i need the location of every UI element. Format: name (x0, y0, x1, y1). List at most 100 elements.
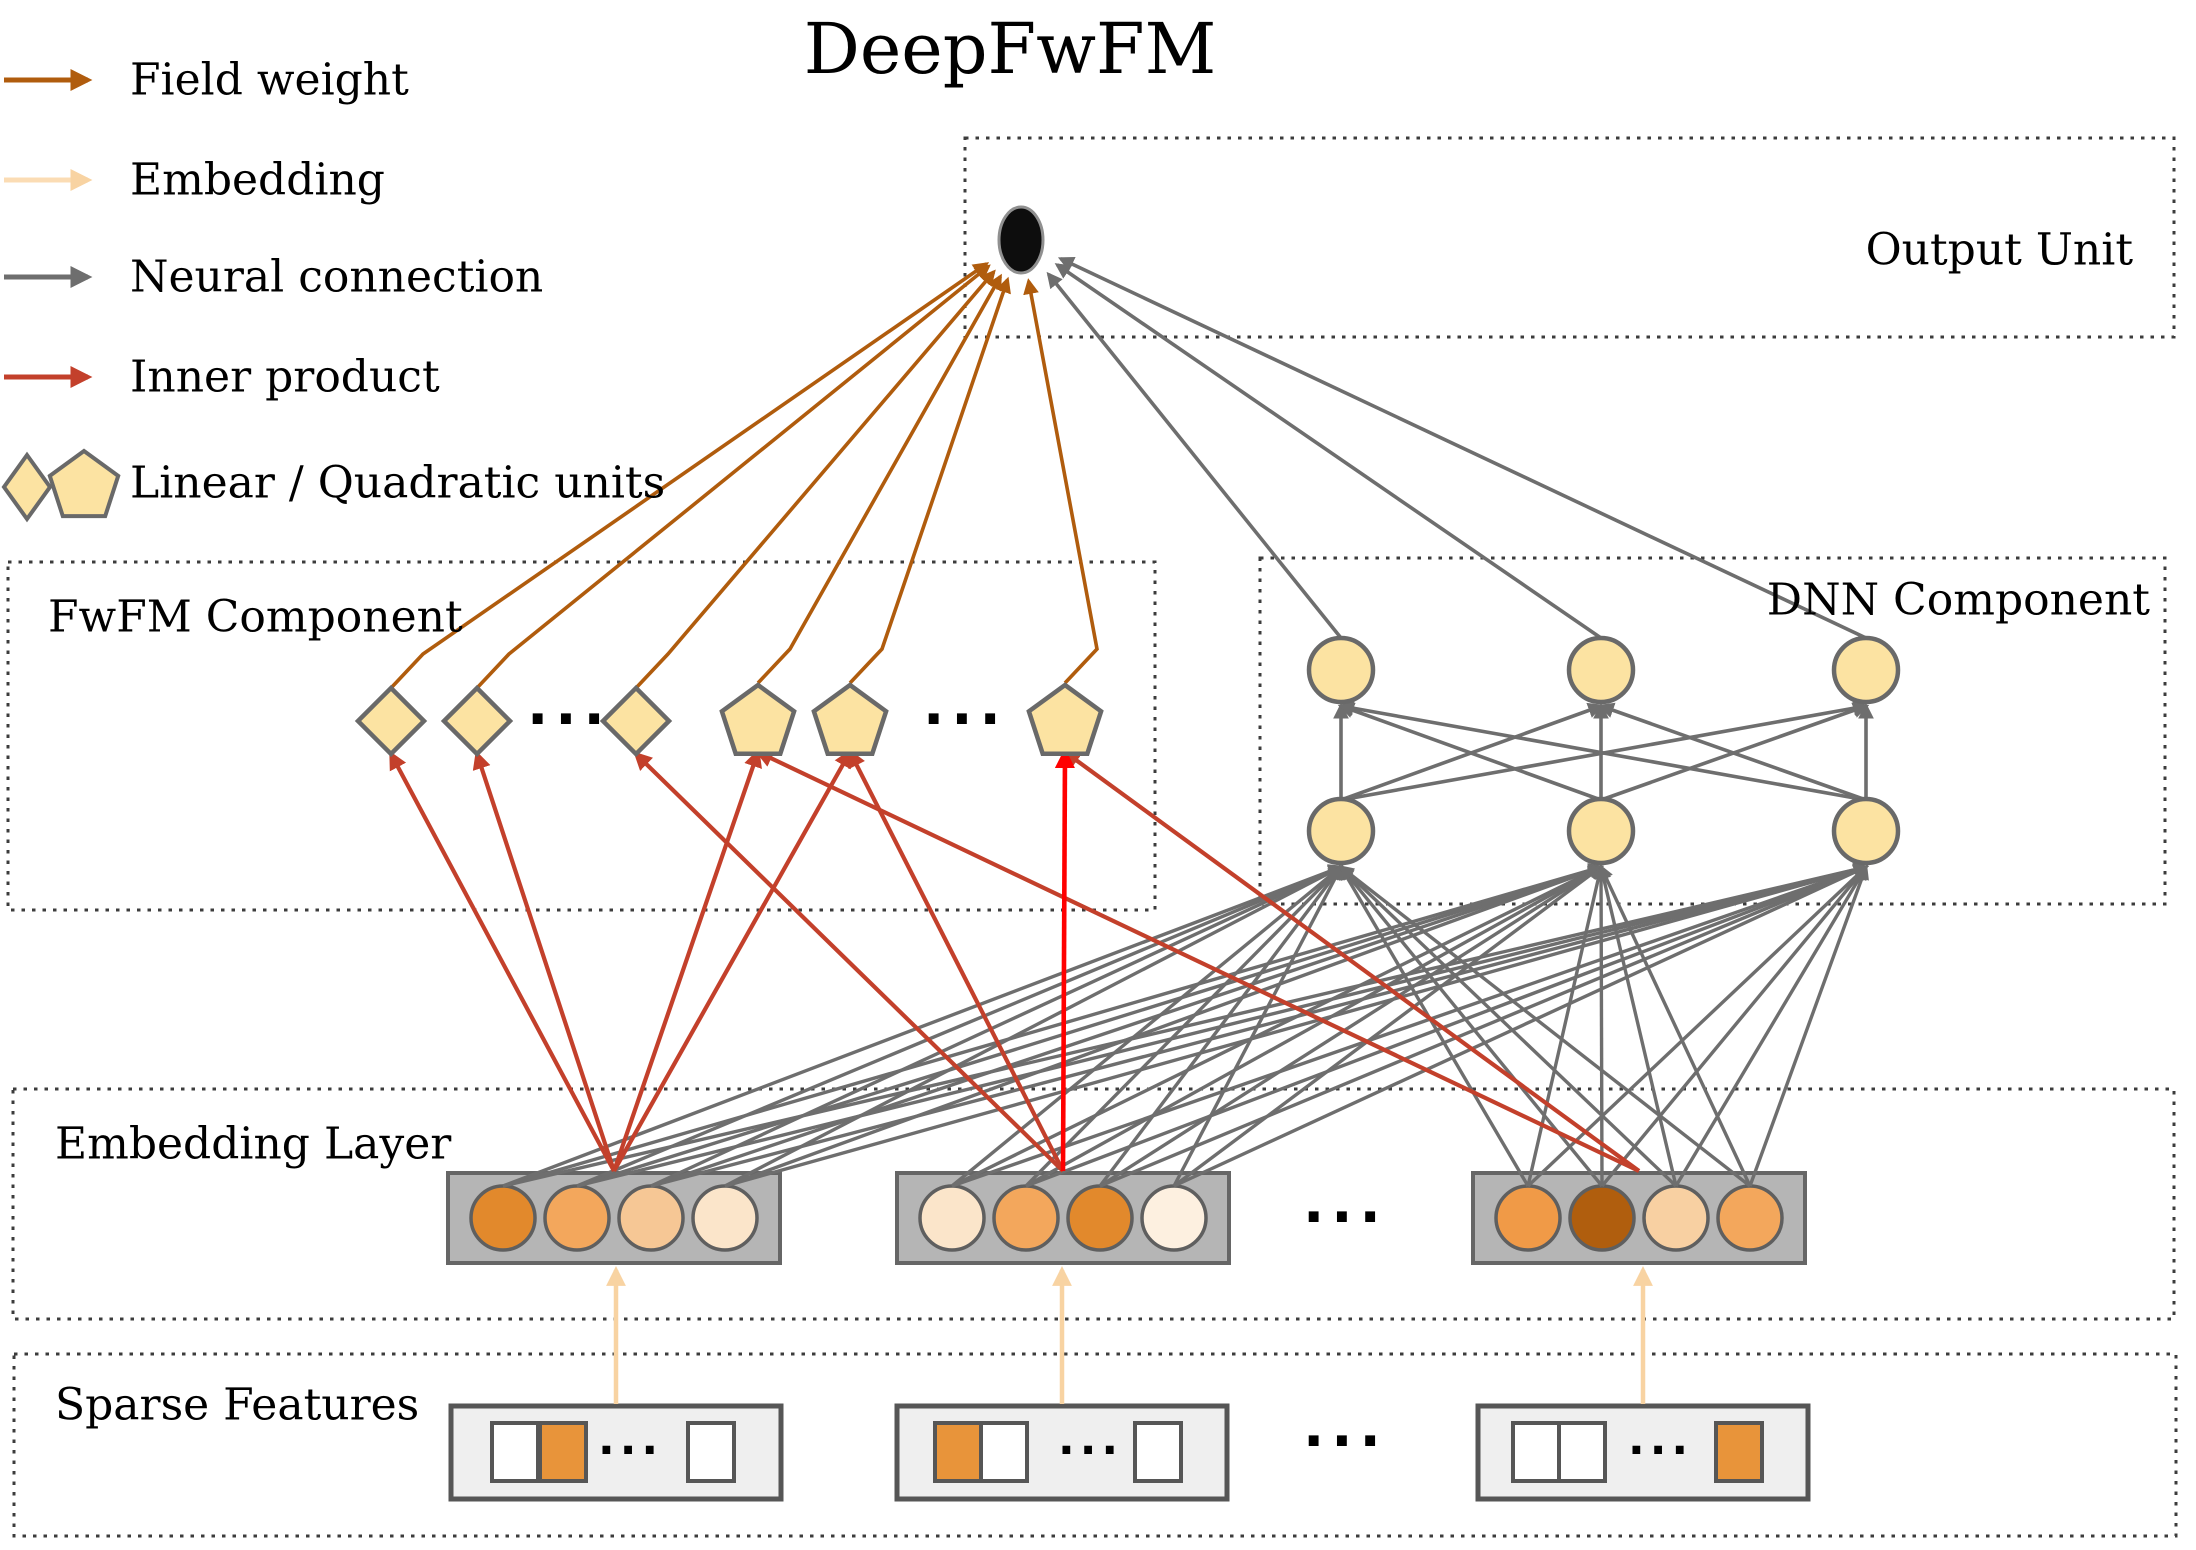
sparse-box2-ellipsis: ... (1058, 1414, 1124, 1465)
legend-label-embedding: Embedding (130, 154, 385, 206)
sparse-features-label: Sparse Features (55, 1379, 420, 1431)
embedding-vector-circle (1716, 1184, 1784, 1252)
neural-connection-embedding-to-dnn (1596, 864, 1678, 1187)
legend-label-field-weight: Field weight (130, 54, 409, 106)
neural-connection-embedding-to-dnn (1748, 864, 1869, 1187)
neural-connection-embedding-to-dnn (951, 863, 1869, 1188)
output-unit-label: Output Unit (1865, 224, 2133, 276)
embedding-vector-circle (1568, 1184, 1636, 1252)
neural-connection-embedding-to-dnn (1600, 864, 1868, 1188)
neural-connection-embedding-to-dnn (1172, 864, 1343, 1187)
neural-connection-hidden (1337, 700, 1867, 802)
neural-connection-embedding-to-dnn (576, 863, 1604, 1188)
neural-connection-to-output (1046, 271, 1343, 640)
neural-connection-embedding-to-dnn (1339, 864, 1530, 1187)
neural-connection-embedding-to-dnn (1338, 864, 1678, 1188)
neural-connection-embedding-to-dnn (650, 865, 1344, 1188)
neural-connection-embedding-to-dnn (1025, 865, 1604, 1188)
sparse-cell-white (1133, 1421, 1183, 1483)
linear-unit-diamond (440, 684, 514, 758)
sparse-cell-white (686, 1421, 736, 1483)
neural-connection-embedding-to-dnn (950, 865, 1344, 1188)
dnn-neuron-bottom (1831, 796, 1901, 866)
fwfm-component-label: FwFM Component (48, 591, 463, 643)
sparse-cell-white (1557, 1421, 1607, 1483)
embedding-ellipsis: ... (1303, 1171, 1388, 1236)
embedding-vector-circle (1642, 1184, 1710, 1252)
inner-product-arrow (848, 748, 1065, 1172)
field-weight-arrow (756, 273, 1002, 685)
sparse-cell-white (1511, 1421, 1561, 1483)
inner-product-arrow (612, 748, 762, 1172)
figure-title: DeepFwFM (803, 8, 1217, 90)
dnn-component-label: DNN Component (1766, 574, 2150, 626)
neural-connection-embedding-to-dnn (1338, 865, 1752, 1188)
embedding-vector-circle (691, 1184, 759, 1252)
sparse-cell-orange (1714, 1421, 1764, 1483)
output-node (997, 205, 1045, 275)
neural-connection-embedding-to-dnn (1098, 864, 1343, 1188)
neural-connection-embedding-to-dnn (576, 864, 1344, 1188)
neural-connection-embedding-to-dnn (1599, 864, 1752, 1187)
sparse-box1-ellipsis: ... (598, 1414, 664, 1465)
embedding-vector-circle (469, 1184, 537, 1252)
quadratic-unit-pentagon (719, 682, 797, 756)
neural-connection-embedding-to-dnn (1099, 864, 1869, 1188)
legend-pentagon-icon (47, 448, 121, 519)
neural-connection-embedding-to-dnn (1674, 864, 1868, 1187)
neural-connection-hidden (1598, 702, 1867, 802)
neural-connection-embedding-to-dnn (724, 865, 1344, 1188)
embedding-vector-circle (617, 1184, 685, 1252)
inner-product-arrow (754, 750, 1640, 1173)
inner-product-arrow (389, 750, 616, 1172)
neural-connection-embedding-to-dnn (724, 864, 1604, 1188)
legend-label-linear-quadratic: Linear / Quadratic units (130, 457, 666, 509)
legend-label-neural-connection: Neural connection (130, 251, 544, 303)
sparse-box3-ellipsis: ... (1628, 1414, 1694, 1465)
sparse-cell-white (979, 1421, 1029, 1483)
inner-product-arrow (1062, 749, 1641, 1173)
dnn-neuron-bottom (1566, 796, 1636, 866)
linear-unit-diamond (599, 684, 673, 758)
neural-connection-embedding-to-dnn (1173, 865, 1869, 1188)
field-weight-arrow (634, 269, 996, 690)
legend-label-inner-product: Inner product (130, 351, 440, 403)
fwfm-section-box (6, 560, 1157, 912)
inner-product-arrow-bright (1054, 747, 1076, 1172)
embedding-vector-circle (1140, 1184, 1208, 1252)
sparse-cell-orange (538, 1421, 588, 1483)
embedding-vector-circle (543, 1184, 611, 1252)
dnn-neuron-top (1306, 635, 1376, 705)
embedding-vector-circle (1066, 1184, 1134, 1252)
sparse-cell-orange (933, 1421, 983, 1483)
neural-connection-to-output (1054, 263, 1603, 640)
neural-connection-embedding-to-dnn (1025, 864, 1869, 1188)
inner-product-arrow (612, 748, 852, 1173)
neural-connection-embedding-to-dnn (1099, 865, 1604, 1188)
sparse-section-box (12, 1352, 2178, 1538)
neural-connection-embedding-to-dnn (502, 863, 1604, 1188)
legend-diamond-icon (1, 451, 53, 523)
fwfm-ellipsis-1: ... (527, 673, 612, 738)
field-weight-arrow (1023, 278, 1099, 685)
field-weight-arrow (848, 276, 1011, 685)
field-weight-arrow (389, 262, 990, 690)
neural-connection-embedding-to-dnn (650, 863, 1604, 1188)
linear-unit-diamond (354, 684, 428, 758)
quadratic-unit-pentagon (1026, 682, 1104, 756)
inner-product-arrow (472, 750, 616, 1172)
dnn-neuron-bottom (1306, 796, 1376, 866)
field-weight-arrow (475, 264, 991, 690)
neural-connection-embedding-to-dnn (951, 865, 1604, 1188)
sparse-ellipsis: ... (1303, 1395, 1388, 1460)
neural-connection-embedding-to-dnn (724, 863, 1869, 1188)
embedding-vector-circle (918, 1184, 986, 1252)
quadratic-unit-pentagon (811, 682, 889, 756)
inner-product-arrow (633, 751, 1065, 1173)
embedding-vector-circle (992, 1184, 1060, 1252)
dnn-neuron-top (1831, 635, 1901, 705)
embedding-vector-circle (1494, 1184, 1562, 1252)
neural-connection-embedding-to-dnn (1593, 864, 1609, 1187)
